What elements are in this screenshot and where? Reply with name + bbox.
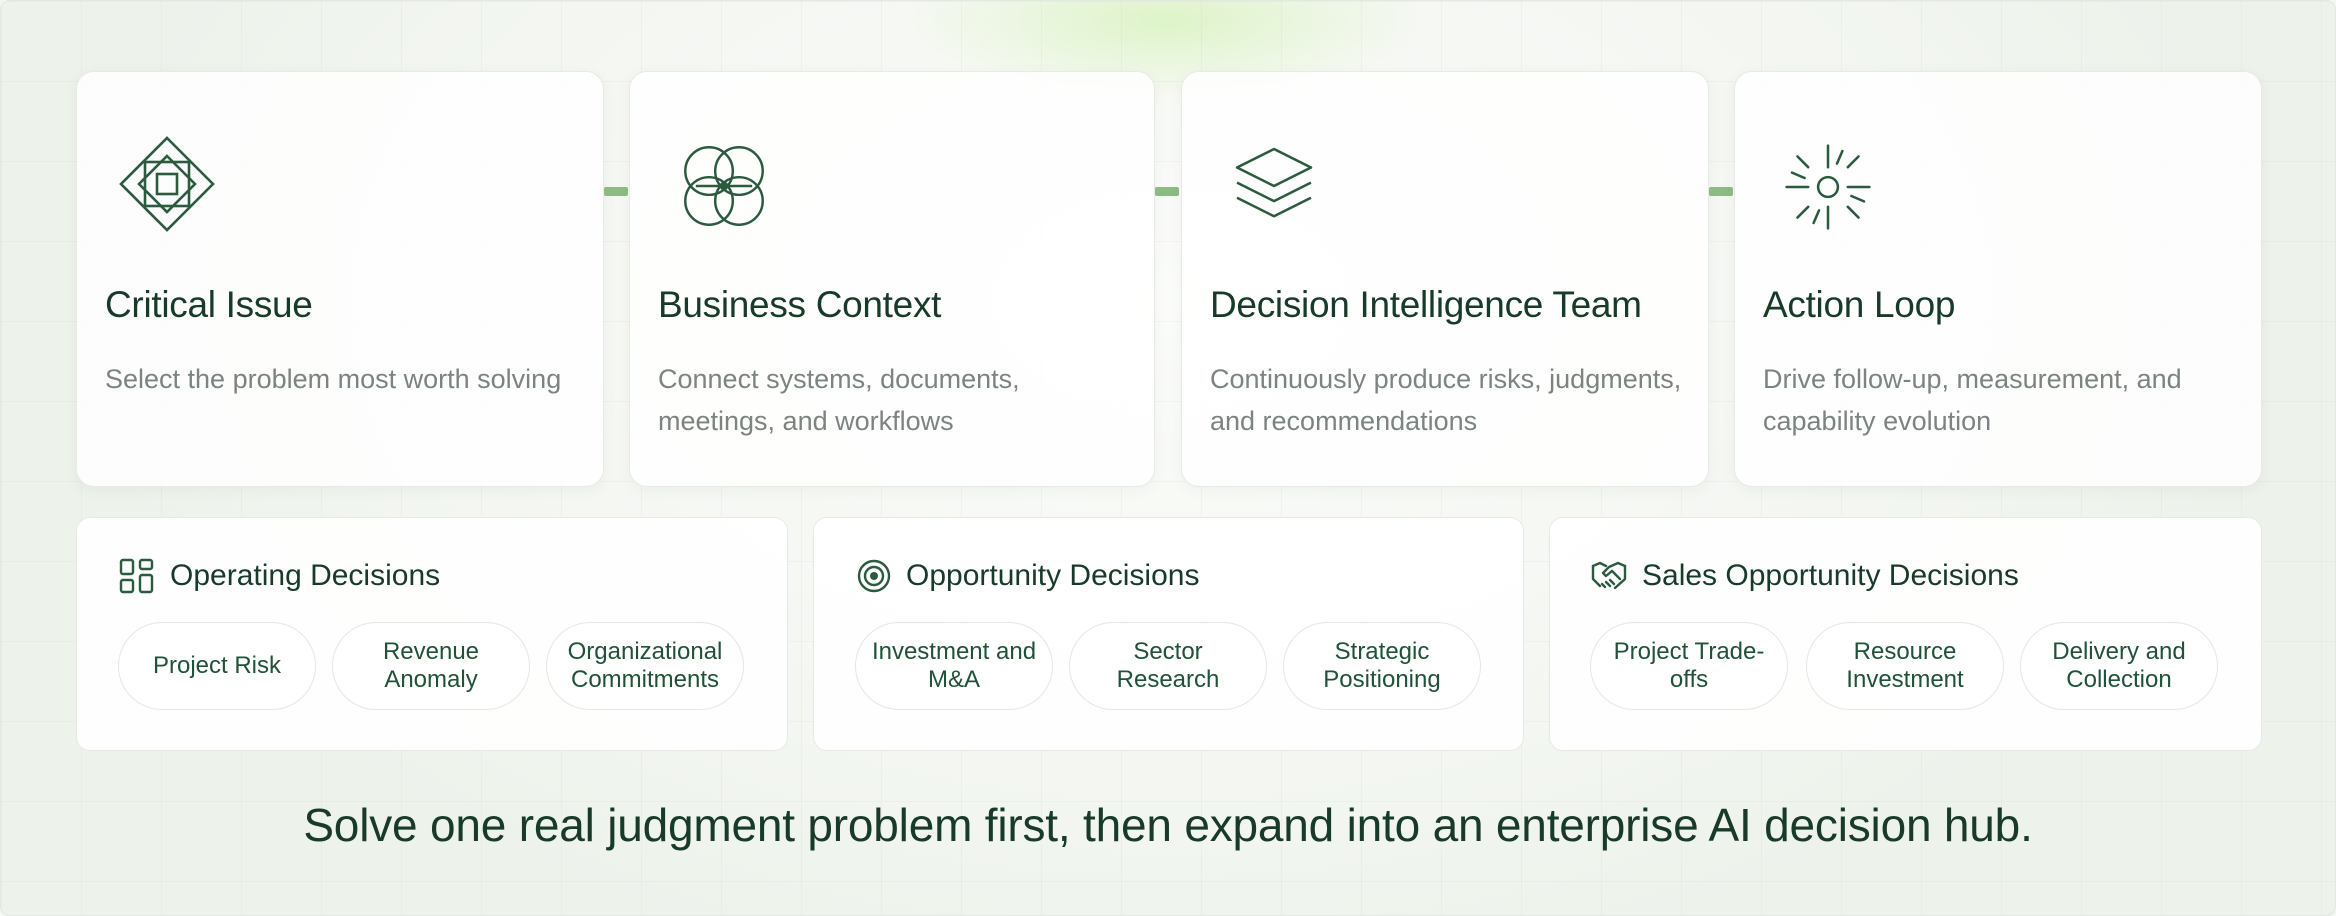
decision-chip-investment-and-ma[interactable]: Investment and M&A <box>855 622 1053 710</box>
step-description: Drive follow-up, measurement, and capabi… <box>1763 364 2182 436</box>
layers-icon <box>1235 147 1313 218</box>
decision-chip-delivery-and-collection[interactable]: Delivery and Collection <box>2020 622 2218 710</box>
decision-chip-resource-investment[interactable]: Resource Investment <box>1806 622 2004 710</box>
step-card-decision-intelligence-team[interactable]: Decision Intelligence Team Continuously … <box>1181 71 1709 487</box>
step-description: Connect systems, documents, meetings, an… <box>658 364 1020 436</box>
decision-chip-revenue-anomaly[interactable]: Revenue Anomaly <box>332 622 530 710</box>
handshake-icon <box>1591 561 1627 590</box>
step-card-business-context[interactable]: Business Context Connect systems, docume… <box>629 71 1155 487</box>
step-connector <box>604 187 628 196</box>
step-title: Business Context <box>658 284 942 325</box>
panel-sales-opportunity-decisions: Sales Opportunity Decisions Project Trad… <box>1549 517 2262 751</box>
step-card-action-loop[interactable]: Action Loop Drive follow-up, measurement… <box>1734 71 2262 487</box>
decision-chip-organizational-commitments[interactable]: Organizational Commitments <box>546 622 744 710</box>
panel-opportunity-decisions: Opportunity Decisions Investment and M&A… <box>813 517 1524 751</box>
step-description: Select the problem most worth solving <box>105 364 562 394</box>
step-card-critical-issue[interactable]: Critical Issue Select the problem most w… <box>76 71 604 487</box>
target-icon <box>857 559 891 593</box>
panel-operating-decisions: Operating Decisions Project Risk Revenue… <box>76 517 788 751</box>
panel-title: Operating Decisions <box>170 559 441 592</box>
tagline: Solve one real judgment problem first, t… <box>303 799 2033 851</box>
panel-title: Opportunity Decisions <box>906 559 1200 592</box>
step-title: Decision Intelligence Team <box>1210 284 1642 325</box>
overlapping-circles-icon <box>684 146 764 226</box>
step-connector <box>1709 187 1733 196</box>
step-description: Continuously produce risks, judgments, a… <box>1210 364 1682 436</box>
decision-chip-strategic-positioning[interactable]: Strategic Positioning <box>1283 622 1481 710</box>
decision-chip-sector-research[interactable]: Sector Research <box>1069 622 1267 710</box>
step-title: Critical Issue <box>105 284 313 325</box>
grid-icon <box>119 558 154 594</box>
panel-title: Sales Opportunity Decisions <box>1642 559 2019 592</box>
step-title: Action Loop <box>1763 284 1956 325</box>
step-connector <box>1155 187 1179 196</box>
decision-chip-project-risk[interactable]: Project Risk <box>118 622 316 710</box>
sunburst-icon <box>1785 144 1871 230</box>
decision-chip-project-tradeoffs[interactable]: Project Trade-offs <box>1590 622 1788 710</box>
diamond-icon <box>119 136 215 232</box>
